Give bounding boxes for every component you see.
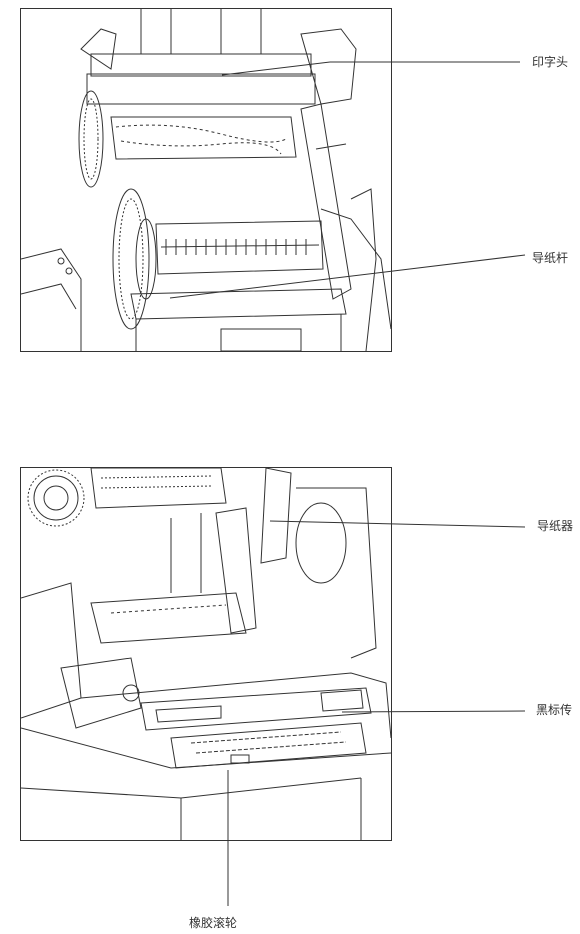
paper-path-illustration: [20, 467, 392, 841]
label-rubber-roller: 橡胶滚轮: [189, 916, 238, 930]
printhead-mechanism-illustration: [20, 8, 392, 352]
paper-path-drawing: [21, 468, 391, 840]
label-black-mark-sensor: 黑标传: [536, 703, 573, 717]
label-paper-guide: 导纸器: [537, 519, 574, 533]
label-print-head: 印字头: [532, 55, 569, 69]
printhead-mechanism-drawing: [21, 9, 391, 351]
label-paper-guide-bar: 导纸杆: [532, 251, 569, 265]
